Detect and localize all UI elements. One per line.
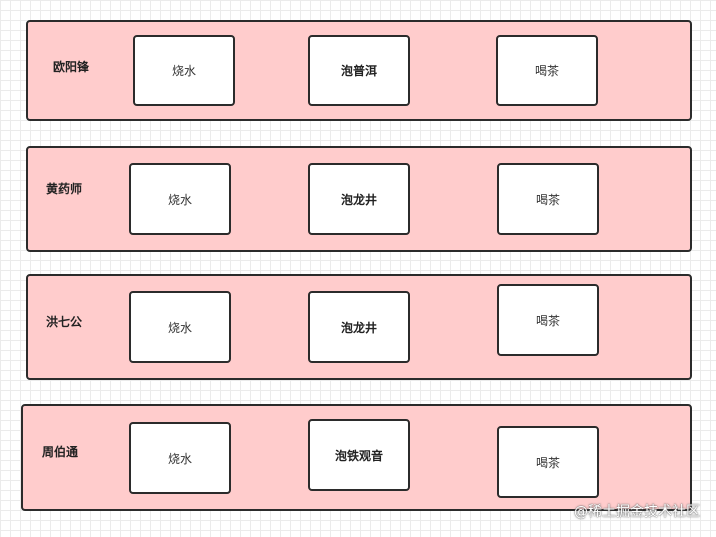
lane-1-step-1: 烧水 (133, 35, 235, 106)
lane-1-step-3: 喝茶 (496, 35, 598, 106)
lane-4-step-1: 烧水 (129, 422, 231, 494)
lane-2-step-1: 烧水 (129, 163, 231, 235)
lane-label-4: 周伯通 (42, 445, 79, 459)
lane-2-step-2: 泡龙井 (308, 163, 410, 235)
lane-1-step-2: 泡普洱 (308, 35, 410, 106)
lane-4-step-3: 喝茶 (497, 426, 599, 498)
lane-label-1: 欧阳锋 (53, 60, 90, 74)
lane-label-3: 洪七公 (46, 315, 83, 329)
lane-2-step-3: 喝茶 (497, 163, 599, 235)
lane-3-step-1: 烧水 (129, 291, 231, 363)
lane-3-step-3: 喝茶 (497, 284, 599, 356)
lane-label-2: 黄药师 (46, 182, 83, 196)
lane-3-step-2: 泡龙井 (308, 291, 410, 363)
lane-4-step-2: 泡铁观音 (308, 419, 410, 491)
watermark: @稀土掘金技术社区 (574, 504, 700, 520)
